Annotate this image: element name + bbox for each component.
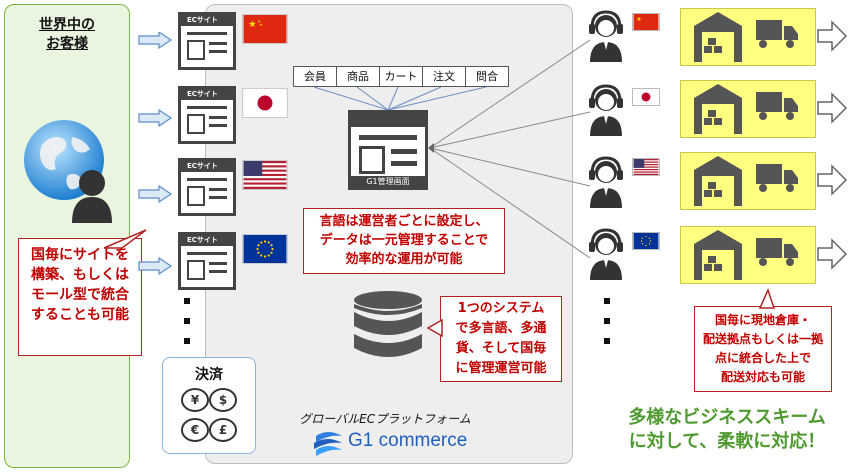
callout-line: 効率的な運用が可能 <box>345 252 463 267</box>
g1-commerce-logo: G1 commerce <box>312 428 482 458</box>
ellipsis-dot <box>604 298 610 304</box>
tab-product: 商品 <box>337 67 380 86</box>
callout-pointer <box>426 318 443 338</box>
global-customer-icon <box>24 120 112 223</box>
truck-icon <box>756 238 798 266</box>
ellipsis-dot <box>184 298 190 304</box>
japan-flag-icon <box>242 88 288 118</box>
china-flag-icon: ★ ★ ★ <box>242 14 288 44</box>
svg-text:★: ★ <box>259 23 263 27</box>
dollar-icon: $ <box>219 393 227 407</box>
admin-screen-label: G1管理画面 <box>351 176 425 187</box>
person-icon <box>79 170 105 196</box>
database-icon <box>354 291 422 357</box>
china-flag-icon: ★ <box>632 13 660 31</box>
warehouse-icon <box>694 84 742 134</box>
operator-headset-icon <box>589 228 623 280</box>
callout-line: することも可能 <box>31 307 129 323</box>
truck-icon <box>756 164 798 192</box>
ellipsis-dot <box>604 338 610 344</box>
ellipsis-dot <box>184 338 190 344</box>
arrow-right-icon <box>817 92 848 124</box>
slogan: 多様なビジネススキーム に対して、柔軟に対応！ <box>596 406 858 454</box>
platform-label: グローバルECプラットフォーム <box>299 412 471 426</box>
arrow-right-icon <box>817 20 848 52</box>
customers-label-line1: 世界中の <box>39 17 95 33</box>
callout-line: 点に統合した上で <box>714 351 811 365</box>
customers-panel <box>4 4 130 468</box>
callout-line: 1つのシステム <box>457 301 545 316</box>
operator-headset-icon <box>589 84 623 136</box>
svg-text:★: ★ <box>636 16 642 23</box>
site-structure-callout: 国毎にサイトを 構築、もしくは モール型で統合 することも可能 <box>18 238 142 356</box>
warehouse-icon <box>694 156 742 206</box>
ellipsis-dot <box>184 318 190 324</box>
ec-site-label: ECサイト <box>181 15 233 26</box>
svg-text:★: ★ <box>258 19 262 23</box>
warehouse-icon <box>694 230 742 280</box>
japan-flag-icon <box>632 88 660 106</box>
ec-site-label: ECサイト <box>181 161 233 172</box>
tab-order: 注文 <box>423 67 466 86</box>
eu-flag-icon <box>632 232 660 250</box>
truck-icon <box>756 20 798 48</box>
eu-flag-icon <box>242 234 288 264</box>
customers-label-line2: お客様 <box>46 36 88 52</box>
callout-line: に管理運営可能 <box>455 361 547 376</box>
callout-pointer <box>103 229 147 249</box>
slogan-line1: 多様なビジネススキーム <box>628 407 826 428</box>
ec-site-china: ECサイト <box>178 12 236 70</box>
tab-inquiry: 問合 <box>476 70 498 83</box>
admin-menu-tabs: 会員 商品 カート 注文 問合 <box>293 66 509 87</box>
callout-line: 国毎にサイトを <box>31 247 129 263</box>
ec-site-japan: ECサイト <box>178 86 236 144</box>
g1-logo-icon <box>314 432 342 456</box>
callout-line: 国毎に現地倉庫・ <box>714 313 811 327</box>
tab-cart: カート <box>380 67 423 86</box>
usa-flag-icon <box>632 158 660 176</box>
operator-headset-icon <box>589 10 623 62</box>
callout-line: で多言語、多通 <box>455 321 547 336</box>
callout-line: データは一元管理することで <box>319 233 489 248</box>
ellipsis-dot <box>604 318 610 324</box>
coins-icon: ¥ $ € £ <box>181 388 237 442</box>
ec-site-usa: ECサイト <box>178 158 236 216</box>
ec-site-eu: ECサイト <box>178 232 236 290</box>
operator-headset-icon <box>589 156 623 208</box>
callout-line: モール型で統合 <box>31 287 129 303</box>
warehouse-callout: 国毎に現地倉庫・ 配送拠点もしくは一拠 点に統合した上で 配送対応も可能 <box>694 306 832 392</box>
callout-line: 配送対応も可能 <box>720 370 805 384</box>
yen-icon: ¥ <box>191 393 200 407</box>
arrow-right-icon <box>817 238 848 270</box>
customers-label: 世界中の お客様 <box>4 16 130 54</box>
ec-site-label: ECサイト <box>181 89 233 100</box>
tab-member: 会員 <box>294 67 337 86</box>
euro-icon: € <box>190 423 199 437</box>
arrow-right-icon <box>817 164 848 196</box>
usa-flag-icon <box>242 160 288 190</box>
system-callout: 1つのシステム で多言語、多通 貨、そして国毎 に管理運営可能 <box>440 296 562 382</box>
callout-line: 貨、そして国毎 <box>455 341 547 356</box>
svg-text:★: ★ <box>248 19 256 30</box>
warehouse-truck-icons <box>694 12 848 280</box>
callout-line: 言語は運営者ごとに設定し、 <box>319 214 489 229</box>
pound-icon: £ <box>219 423 227 437</box>
callout-line: 構築、もしくは <box>31 267 129 283</box>
language-callout: 言語は運営者ごとに設定し、 データは一元管理することで 効率的な運用が可能 <box>303 208 505 274</box>
warehouse-icon <box>694 12 742 62</box>
brand-name: G1 commerce <box>348 430 468 451</box>
admin-screen-icon: G1管理画面 <box>348 110 428 190</box>
payment-box: 決済 ¥ $ € £ <box>162 357 256 454</box>
callout-line: 配送拠点もしくは一拠 <box>702 332 823 346</box>
truck-icon <box>756 92 798 120</box>
slogan-line2: に対して、柔軟に対応！ <box>628 431 826 452</box>
callout-pointer <box>758 288 776 309</box>
payment-label: 決済 <box>195 367 223 383</box>
customer-to-site-arrows <box>138 32 173 276</box>
ec-site-label: ECサイト <box>181 235 233 246</box>
